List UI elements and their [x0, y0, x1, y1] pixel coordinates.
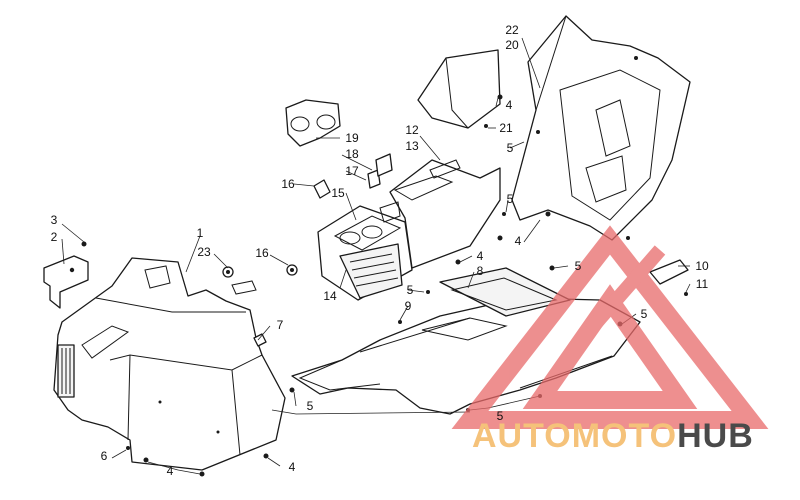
rear-panel	[511, 15, 691, 241]
callout-7: 7	[277, 318, 284, 332]
watermark-moto: MOTO	[572, 417, 677, 455]
callout-1: 1	[197, 226, 204, 240]
center-console	[317, 159, 503, 301]
callout-22: 22	[505, 23, 519, 37]
callout-4: 4	[477, 249, 484, 263]
callout-4: 4	[167, 464, 174, 478]
callout-6: 6	[101, 449, 108, 463]
watermark-wordmark: AUTOMOTOHUB	[472, 417, 754, 455]
callout-14: 14	[323, 289, 337, 303]
callout-5: 5	[575, 259, 582, 273]
grommet-23	[222, 266, 257, 295]
callout-23: 23	[197, 245, 211, 259]
callout-18: 18	[345, 147, 359, 161]
callout-16: 16	[255, 246, 269, 260]
clip-7	[253, 333, 267, 347]
callout-5: 5	[407, 283, 414, 297]
left-side-panel	[53, 257, 286, 471]
callout-5: 5	[307, 399, 314, 413]
callout-17: 17	[345, 164, 359, 178]
callout-9: 9	[405, 299, 412, 313]
callout-19: 19	[345, 131, 359, 145]
watermark-triangle	[451, 225, 769, 429]
cup-holder-insert	[285, 99, 341, 147]
callout-10: 10	[695, 259, 709, 273]
console-cover	[417, 49, 503, 129]
callout-5: 5	[641, 307, 648, 321]
callout-8: 8	[477, 264, 484, 278]
callout-13: 13	[405, 139, 419, 153]
mounting-bracket	[43, 241, 89, 309]
watermark	[451, 225, 769, 429]
callout-11: 11	[696, 277, 709, 291]
callout-labels: 1 23 3 2 7 6 4 4 5 19 18 17 16 15 16 14 …	[51, 23, 709, 478]
svg-text:AUTOMOTOHUB: AUTOMOTOHUB	[472, 417, 754, 455]
callout-5: 5	[497, 409, 504, 423]
watermark-hub: HUB	[677, 417, 754, 455]
callout-3: 3	[51, 213, 58, 227]
callout-20: 20	[505, 38, 519, 52]
callout-5: 5	[507, 192, 514, 206]
callout-4: 4	[515, 234, 522, 248]
callout-12: 12	[405, 123, 419, 137]
callout-16: 16	[281, 177, 295, 191]
callout-4: 4	[506, 98, 513, 112]
callout-15: 15	[331, 186, 345, 200]
callout-5: 5	[507, 141, 514, 155]
callout-2: 2	[51, 230, 58, 244]
watermark-auto: AUTO	[472, 417, 572, 455]
callout-4: 4	[289, 460, 296, 474]
switch-parts	[286, 153, 393, 276]
callout-21: 21	[499, 121, 513, 135]
